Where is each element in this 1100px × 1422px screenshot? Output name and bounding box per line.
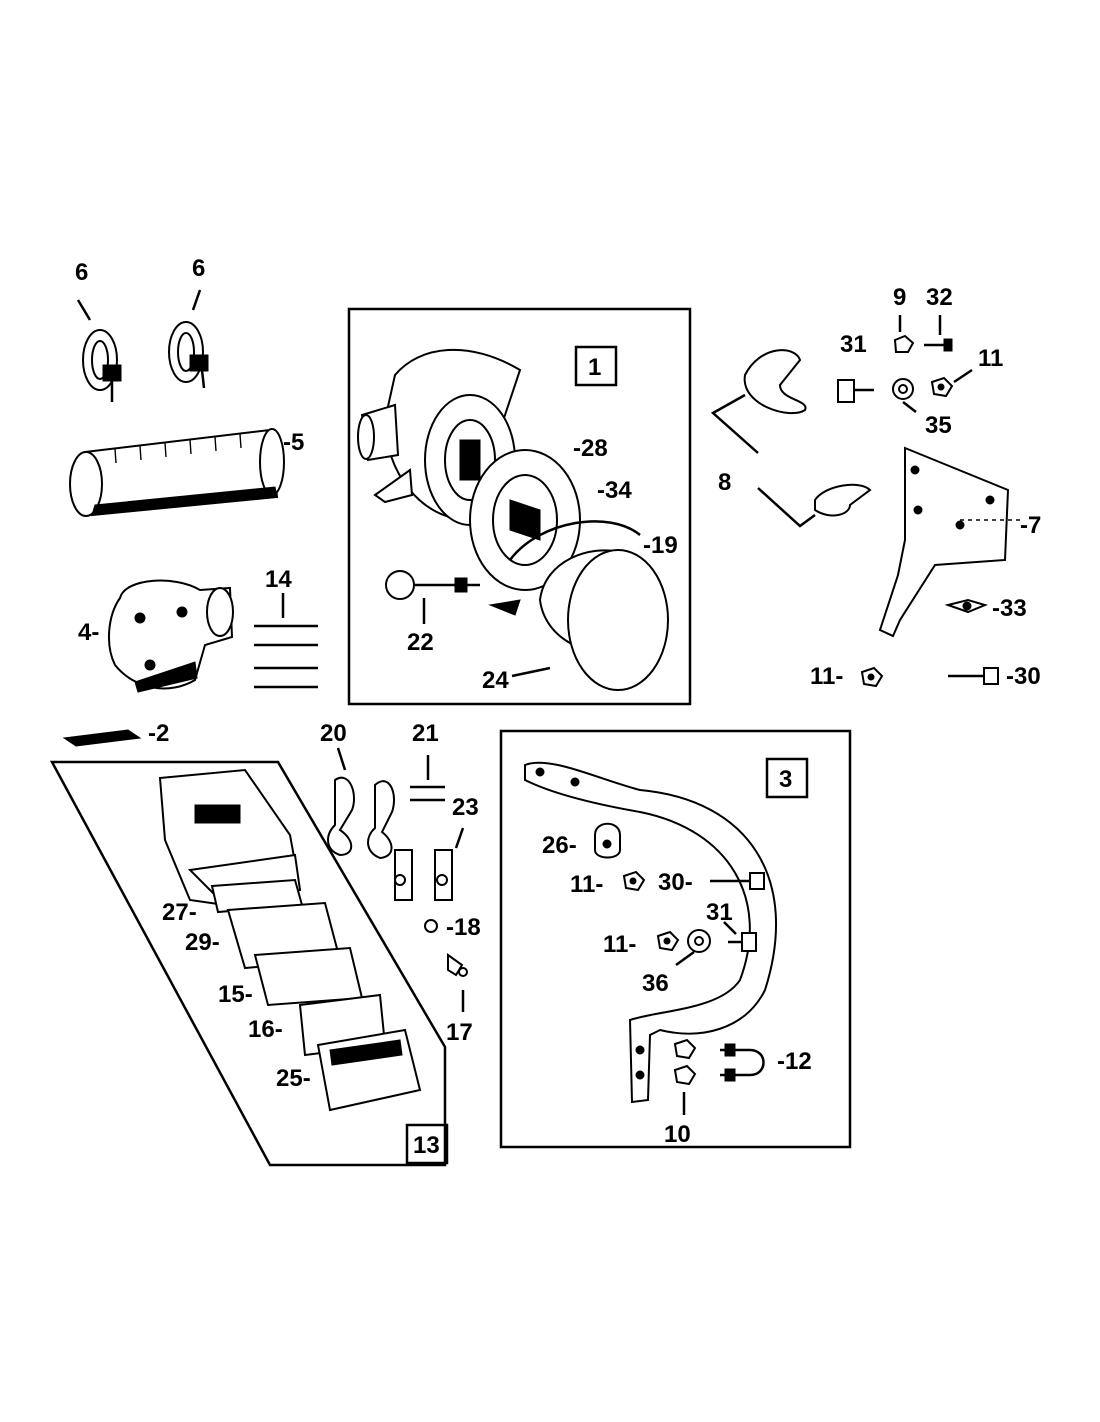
label-7: -7 (1020, 512, 1041, 539)
label-34: -34 (597, 477, 632, 504)
label-14: 14 (265, 566, 292, 593)
label-30-right: -30 (1006, 663, 1041, 690)
label-22: 22 (407, 629, 434, 656)
label-16: 16- (248, 1016, 283, 1043)
retaining-strap (509, 520, 641, 561)
label-25: 25- (276, 1065, 311, 1092)
label-21: 21 (412, 720, 439, 747)
nut-11-top (930, 376, 954, 398)
label-17: 17 (446, 1019, 473, 1046)
label-6a: 6 (75, 259, 88, 286)
nut-18 (424, 919, 438, 933)
nut-11-right (860, 666, 884, 688)
label-6b: 6 (192, 255, 205, 282)
label-10: 10 (664, 1121, 691, 1148)
label-23: 23 (452, 794, 479, 821)
pipe-clip-lower (814, 483, 872, 517)
label-3: 3 (779, 766, 792, 793)
p-clip-left (327, 776, 355, 857)
label-36: 36 (642, 970, 669, 997)
nuts-10 (673, 1038, 697, 1086)
label-11-arm-upper: 11- (570, 871, 603, 898)
fitting-23-right (434, 849, 453, 901)
nut-9 (893, 334, 915, 353)
label-1: 1 (588, 354, 601, 381)
cleaner-bowl (488, 549, 669, 691)
washer-36 (687, 929, 711, 953)
label-18: -18 (446, 914, 481, 941)
pin-17 (447, 953, 468, 977)
label-4: 4- (78, 619, 99, 646)
element-15 (253, 946, 364, 1007)
bolt-31-arm (728, 932, 757, 952)
nut-11-arm-upper (622, 870, 646, 892)
label-29: 29- (185, 929, 220, 956)
assembly-1-badge (574, 345, 618, 387)
label-26: 26- (542, 832, 577, 859)
label-35: 35 (925, 412, 952, 439)
assembly-13-frame (49, 760, 447, 1167)
label-15: 15- (218, 981, 253, 1008)
bolt-31-top (837, 379, 874, 403)
label-30-arm: 30- (658, 869, 693, 896)
pipe-clip-upper (743, 349, 807, 415)
nut-11-arm-lower (656, 930, 680, 952)
label-32: 32 (926, 284, 953, 311)
gasket (62, 729, 142, 747)
label-12: -12 (777, 1048, 812, 1075)
wing-nut (944, 598, 989, 614)
bolt-30-right (948, 667, 999, 685)
mounting-bracket (878, 446, 1010, 638)
hose-clamp-right (168, 321, 209, 389)
filter-element (469, 449, 581, 591)
wing-bolt (385, 570, 480, 600)
label-11-top: 11 (978, 345, 1003, 372)
p-clip-right (367, 780, 395, 860)
cover-25 (316, 1028, 422, 1112)
fitting-23-left (394, 849, 413, 901)
washer-35 (892, 378, 914, 400)
label-33: -33 (992, 595, 1027, 622)
assembly-1-frame (347, 307, 692, 706)
label-31-top: 31 (840, 331, 867, 358)
hose (69, 428, 285, 517)
label-24: 24 (482, 667, 509, 694)
label-20: 20 (320, 720, 347, 747)
support-arm (524, 761, 778, 1104)
hose-clamp-left (82, 329, 122, 402)
label-31-arm: 31 (706, 899, 733, 926)
inlet-elbow (108, 579, 234, 693)
screws-21 (410, 785, 445, 802)
screw-32 (924, 338, 953, 352)
label-11-right: 11- (810, 663, 843, 690)
rods (254, 624, 318, 689)
label-27: 27- (162, 899, 197, 926)
label-5: -5 (283, 429, 304, 456)
bolt-30-arm (710, 872, 765, 890)
label-13: 13 (413, 1132, 440, 1159)
label-9: 9 (893, 284, 906, 311)
label-11-arm-lower: 11- (603, 931, 636, 958)
label-28: -28 (573, 435, 608, 462)
label-8: 8 (718, 469, 731, 496)
assembly-13-badge (405, 1123, 449, 1165)
assembly-3-badge (765, 757, 809, 799)
label-2: -2 (148, 720, 169, 747)
label-19: -19 (643, 532, 678, 559)
u-bolt-12 (720, 1043, 765, 1082)
rubber-bush-26 (594, 822, 621, 859)
air-cleaner-body (357, 348, 522, 526)
assembly-3-frame (499, 729, 852, 1149)
